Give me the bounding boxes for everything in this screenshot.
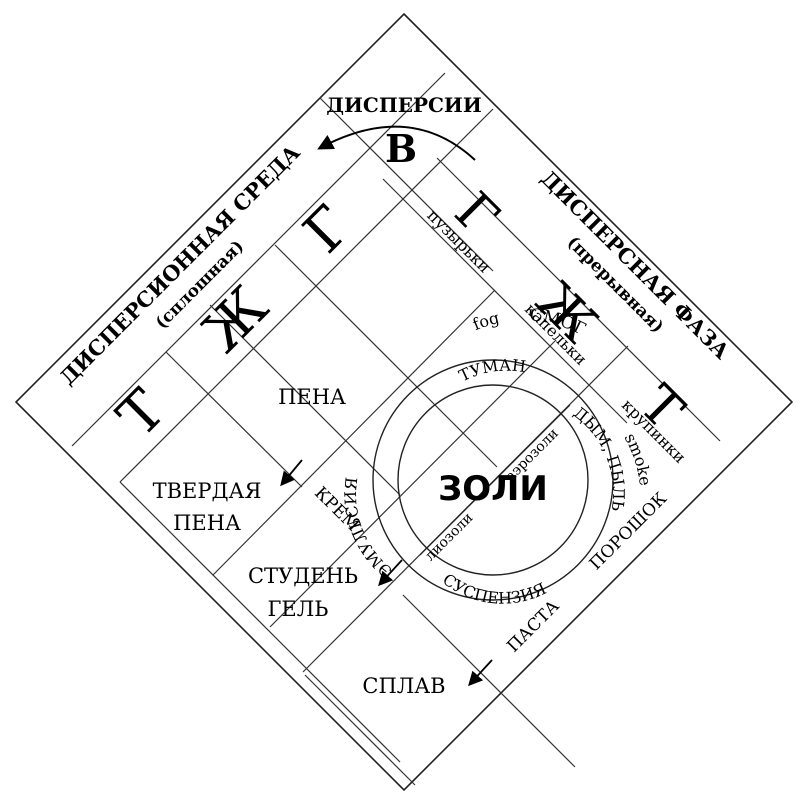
- system-alloy: СПЛАВ: [362, 674, 445, 698]
- jelly-arrow: [378, 559, 403, 587]
- system-jelly-line2: ГЕЛЬ: [268, 597, 329, 621]
- system-jelly-line1: СТУДЕНЬ: [248, 564, 358, 588]
- solid-foam-arrow: [280, 459, 303, 487]
- inner-ring: [397, 384, 589, 576]
- ring-diagonal: [419, 404, 571, 556]
- outer-ring: [372, 359, 614, 601]
- alloy-arrow: [468, 659, 493, 687]
- system-solid-foam-line1: ТВЕРДАЯ: [153, 479, 262, 503]
- ring-center-sols: ЗОЛИ: [438, 469, 548, 509]
- dispersion-arc-arrow: [317, 125, 476, 161]
- system-solid-foam-line2: ПЕНА: [173, 511, 241, 535]
- dispersion-label: ДИСПЕРСИИ: [326, 93, 481, 117]
- outer-diamond: [14, 12, 794, 792]
- gas-center-letter: В: [385, 126, 417, 171]
- system-foam: ПЕНА: [278, 385, 346, 409]
- grid-lines: [71, 72, 721, 786]
